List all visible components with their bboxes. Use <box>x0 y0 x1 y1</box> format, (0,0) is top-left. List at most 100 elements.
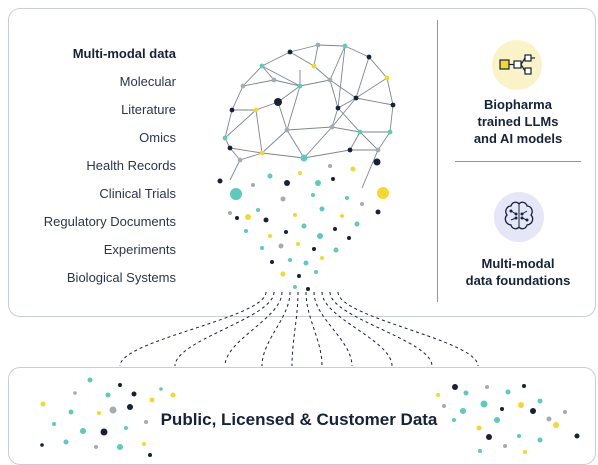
particle-84 <box>476 425 482 431</box>
data-source-item-biological-systems: Biological Systems <box>66 270 176 285</box>
brain-node-2 <box>240 83 246 89</box>
particle-87 <box>546 416 552 422</box>
brain-network-edges <box>224 44 394 189</box>
brain-edge-44 <box>255 109 263 154</box>
brain-edge-13 <box>277 85 301 103</box>
particle-17 <box>245 214 251 220</box>
particle-14 <box>280 196 286 202</box>
particle-41 <box>314 270 318 274</box>
brain-edge-18 <box>242 79 275 87</box>
particle-37 <box>303 260 309 266</box>
brain-edge-39 <box>229 147 241 161</box>
data-source-item-regulatory-documents: Regulatory Documents <box>43 214 176 229</box>
particle-10 <box>377 187 389 199</box>
brain-edge-28 <box>277 101 288 131</box>
particle-6 <box>315 180 321 186</box>
particle-71 <box>436 393 440 397</box>
particle-94 <box>523 450 527 454</box>
particle-62 <box>100 428 108 436</box>
brain-edge-33 <box>286 129 305 159</box>
brain-node-17 <box>329 124 335 130</box>
brain-edge-11 <box>224 109 257 139</box>
particle-59 <box>127 404 133 410</box>
particle-68 <box>40 443 44 447</box>
particle-47 <box>40 401 46 407</box>
brain-node-26 <box>271 77 277 83</box>
foundations-label: Multi-modal data foundations <box>443 255 593 289</box>
particle-27 <box>301 223 307 229</box>
particle-70 <box>148 453 152 457</box>
funnel-line-3 <box>261 291 291 367</box>
data-source-item-omics: Omics <box>139 130 176 145</box>
brain-edge-21 <box>261 65 301 87</box>
brain-edge-2 <box>242 65 263 87</box>
brain-node-11 <box>375 147 381 153</box>
particle-50 <box>105 392 111 398</box>
brain-edge-5 <box>317 44 346 47</box>
particle-90 <box>517 434 521 438</box>
data-source-item-literature: Literature <box>121 102 176 117</box>
funnel-line-0 <box>119 291 267 367</box>
vertical-divider <box>437 20 438 302</box>
brain-node-27 <box>335 105 341 111</box>
particle-12 <box>345 196 349 200</box>
particle-51 <box>118 383 122 387</box>
brain-edge-9 <box>389 104 394 133</box>
particle-33 <box>312 247 316 251</box>
brain-edge-7 <box>368 56 388 79</box>
brain-edge-1 <box>231 85 244 111</box>
brain-node-0 <box>222 135 228 141</box>
particle-13 <box>311 193 315 197</box>
foundations-label-line-2: data foundations <box>465 273 571 288</box>
particle-15 <box>256 208 260 212</box>
particle-40 <box>297 274 301 278</box>
brain-stem-1 <box>361 149 379 189</box>
brain-node-10 <box>387 129 393 135</box>
brain-edge-40 <box>239 152 263 161</box>
brain-edge-36 <box>261 152 305 159</box>
funnel-line-6 <box>313 291 353 367</box>
particle-88 <box>553 422 559 428</box>
particle-25 <box>268 234 272 238</box>
particle-19 <box>293 213 297 217</box>
particle-9 <box>373 158 381 166</box>
particle-22 <box>354 221 360 227</box>
particle-21 <box>340 214 344 218</box>
horizontal-divider <box>455 161 581 162</box>
particle-57 <box>97 411 101 415</box>
brain-node-24 <box>237 157 243 163</box>
particle-29 <box>347 236 351 240</box>
brain-edge-0 <box>224 109 233 139</box>
particle-80 <box>500 407 504 411</box>
brain-node-6 <box>342 43 348 49</box>
brain-edge-29 <box>286 126 333 131</box>
bottom-panel <box>8 367 596 465</box>
particle-4 <box>284 180 290 186</box>
particle-36 <box>288 258 292 262</box>
particle-30 <box>260 246 264 250</box>
brain-node-5 <box>315 42 321 48</box>
funnel-dashed-lines <box>119 291 479 367</box>
brain-edge-6 <box>344 45 370 58</box>
particle-24 <box>244 229 248 233</box>
particle-39 <box>280 271 286 277</box>
particle-2 <box>251 183 255 187</box>
brain-edge-8 <box>386 77 394 106</box>
brain-node-21 <box>284 127 290 133</box>
brain-edge-27 <box>355 77 388 99</box>
brain-node-19 <box>259 150 265 156</box>
particle-63 <box>124 426 128 430</box>
particle-46 <box>360 202 364 206</box>
brain-edge-16 <box>355 97 394 106</box>
particle-3 <box>267 173 273 179</box>
brain-node-9 <box>390 102 396 108</box>
brain-edge-41 <box>303 149 351 159</box>
particle-69 <box>142 442 146 446</box>
brain-edge-34 <box>303 126 333 159</box>
particle-55 <box>170 392 176 398</box>
particle-82 <box>537 398 543 404</box>
particle-49 <box>87 377 93 383</box>
brain-edge-10 <box>377 131 391 151</box>
brain-network-nodes <box>222 42 396 163</box>
